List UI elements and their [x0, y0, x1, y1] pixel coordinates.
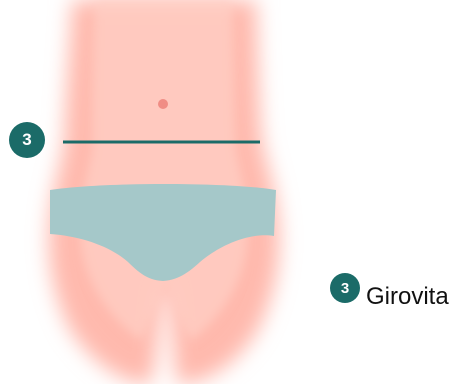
waist-marker-badge: 3: [9, 122, 45, 158]
legend: 3 Girovita: [330, 272, 449, 312]
legend-number-badge: 3: [330, 273, 360, 303]
torso-core: [80, 0, 248, 340]
legend-label: Girovita: [366, 283, 449, 311]
navel-dot: [158, 99, 168, 109]
